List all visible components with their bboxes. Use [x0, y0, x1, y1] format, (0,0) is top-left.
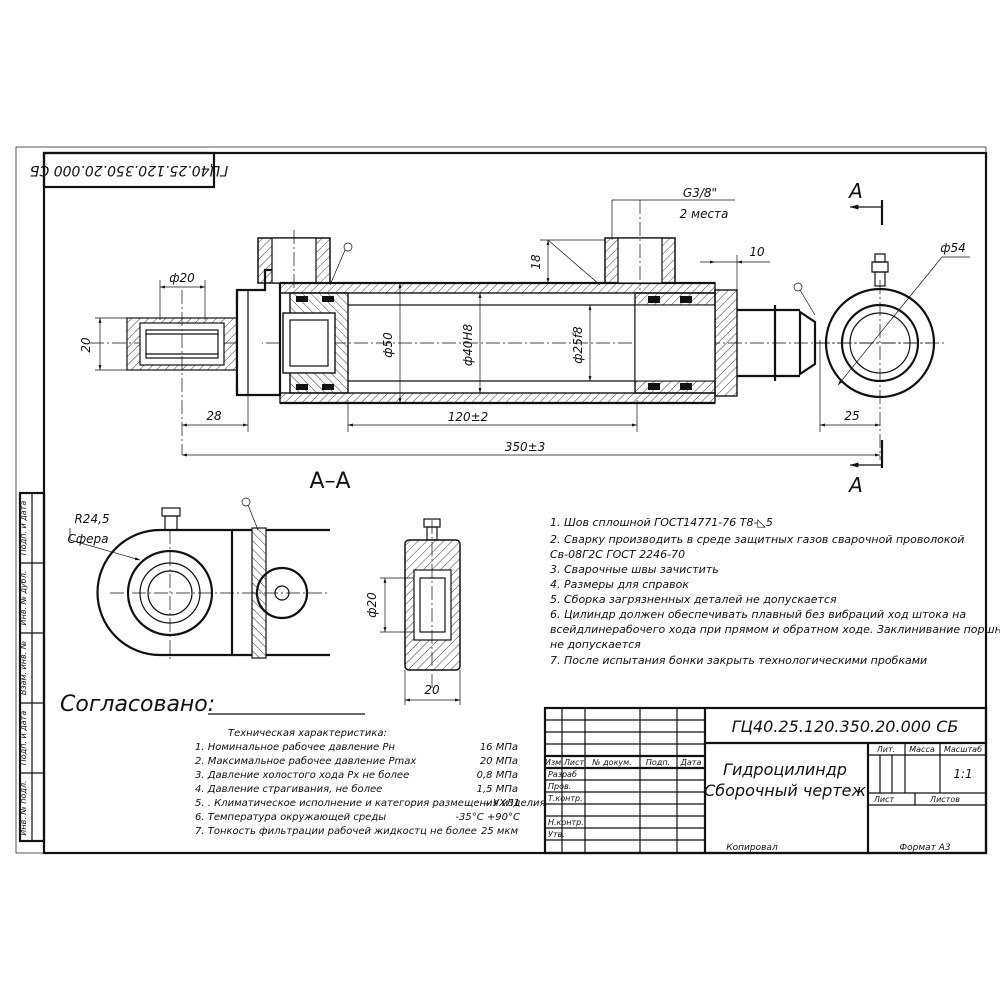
- tech-row-7-label: 7. Тонкость фильтрации рабочей жидкостц …: [195, 825, 477, 837]
- tech-row-2-value: 20 МПа: [480, 756, 518, 767]
- tech-row-6-label: 6. Температура окружающей среды: [195, 812, 386, 823]
- title-name-2: Сборочный чертеж: [704, 781, 866, 800]
- dim-25: 25: [844, 409, 859, 423]
- technical-notes: 1. Шов сплошной ГОСТ14771-76 Т8-◺5 2. Св…: [550, 516, 1000, 667]
- role-norm-control: Н.контр.: [548, 818, 584, 827]
- lit-label: Лит.: [876, 745, 895, 754]
- sheet-label: Лист: [873, 795, 895, 804]
- dim-eye-bore: ф20: [169, 271, 195, 285]
- dim-eye-outer: ф54: [940, 241, 966, 255]
- dim-18: 18: [529, 254, 543, 270]
- hdr-doc: № докум.: [591, 758, 631, 767]
- sheets-label: Листов: [929, 795, 960, 804]
- tech-row-4-value: 1,5 МПа: [477, 784, 518, 795]
- side-label-4: Подп. и дата: [19, 711, 28, 766]
- hdr-list: Лист: [563, 758, 585, 767]
- side-label-2: Инв. № дубл.: [19, 571, 28, 626]
- rotated-stamp-code: ГЦ40.25.120.350.20.000 СБ: [30, 162, 228, 178]
- agreed-label: Согласовано:: [60, 692, 215, 717]
- tech-row-1-label: 1. Номинальное рабочее давление Pн: [195, 741, 395, 753]
- note-2b: Св-08Г2С ГОСТ 2246-70: [550, 548, 685, 561]
- hdr-sign: Подп.: [646, 758, 670, 767]
- note-1: 1. Шов сплошной ГОСТ14771-76 Т8-◺5: [550, 516, 773, 529]
- tech-title: Техническая характеристика:: [228, 728, 387, 739]
- note-4: 4. Размеры для справок: [550, 578, 689, 591]
- title-block: ГЦ40.25.120.350.20.000 СБ Гидроцилиндр С…: [543, 706, 988, 855]
- dim-eye-height: 20: [79, 337, 93, 353]
- dim-d40: ф40H8: [461, 324, 475, 367]
- format-label: Формат А3: [899, 843, 951, 853]
- title-code: ГЦ40.25.120.350.20.000 СБ: [732, 717, 959, 736]
- note-6c: не допускается: [550, 638, 641, 651]
- note-7: 7. После испытания бонки закрыть техноло…: [550, 654, 927, 667]
- note-5: 5. Сборка загрязненных деталей не допуск…: [550, 593, 837, 606]
- section-label: А–А: [309, 469, 350, 494]
- title-name-1: Гидроцилиндр: [723, 760, 847, 779]
- dim-d50: ф50: [381, 332, 395, 358]
- tech-row-1-value: 16 МПа: [480, 742, 518, 753]
- section-marks: А А: [847, 179, 884, 497]
- dim-section-width: 20: [424, 683, 440, 697]
- note-2: 2. Сварку производить в среде защитных г…: [550, 533, 964, 546]
- cylinder-main-view: [90, 200, 945, 460]
- dim-stroke: 120±2: [448, 410, 489, 424]
- note-3: 3. Сварочные швы зачистить: [550, 563, 719, 576]
- scale-label: Масштаб: [944, 745, 982, 754]
- dim-28: 28: [206, 409, 222, 423]
- role-approved: Утв.: [548, 830, 565, 839]
- rotated-stamp: ГЦ40.25.120.350.20.000 СБ: [30, 151, 228, 189]
- role-developer: Разраб: [548, 770, 577, 779]
- side-label-1: Подп. и дата: [19, 501, 28, 556]
- dim-port-thread: G3/8": [683, 186, 717, 200]
- tech-row-6-value: -35°С +90°С: [455, 812, 520, 823]
- copied-label: Копировал: [726, 843, 778, 853]
- note-6b: всейдлинерабочего хода при прямом и обра…: [550, 623, 1000, 636]
- mass-label: Масса: [909, 745, 935, 754]
- role-tech-control: Т.контр.: [548, 794, 583, 803]
- tech-row-4-label: 4. Давление страгивания, не более: [195, 783, 382, 795]
- tech-row-3-value: 0,8 МПа: [477, 770, 518, 781]
- tech-characteristics: Техническая характеристика: 1. Номинальн…: [195, 728, 546, 837]
- dim-port-qty: 2 места: [680, 207, 729, 221]
- tech-row-3-label: 3. Давление холостого хода Pх не более: [195, 769, 409, 781]
- hdr-izm: Изм: [545, 758, 561, 767]
- tech-row-5-value: – УХЛ1: [485, 798, 520, 809]
- section-view-eye: R24,5 Сфера: [68, 497, 330, 660]
- tech-row-5-label: 5. . Климатическое исполнение и категори…: [195, 798, 546, 809]
- section-view-bushing: ф20 20: [365, 518, 461, 705]
- section-mark-bottom: А: [847, 473, 863, 497]
- note-6: 6. Цилиндр должен обеспечивать плавный б…: [550, 608, 966, 621]
- side-label-3: Взам. инв. №: [19, 641, 28, 695]
- main-view-dimensions: 350±3 120±2 28 25 20 ф20 ф50 ф40H8 ф25f8: [79, 186, 970, 457]
- tech-row-7-value: 25 мкм: [481, 826, 518, 837]
- dim-sphere-radius: R24,5: [74, 512, 109, 526]
- scale-value: 1:1: [953, 767, 972, 781]
- dim-section-bore: ф20: [365, 592, 379, 618]
- hdr-date: Дата: [680, 758, 702, 767]
- dim-length: 350±3: [505, 440, 546, 454]
- role-checker: Пров.: [548, 782, 571, 791]
- side-stamp: Подп. и дата Инв. № дубл. Взам. инв. № П…: [18, 491, 46, 843]
- dim-d25: ф25f8: [571, 326, 585, 364]
- dim-10: 10: [749, 245, 765, 259]
- side-label-5: Инв. № подл.: [19, 780, 28, 835]
- dim-sphere-label: Сфера: [68, 532, 109, 546]
- tech-row-2-label: 2. Максимальное рабочее давление Pmax: [195, 755, 416, 767]
- section-mark-top: А: [847, 179, 863, 203]
